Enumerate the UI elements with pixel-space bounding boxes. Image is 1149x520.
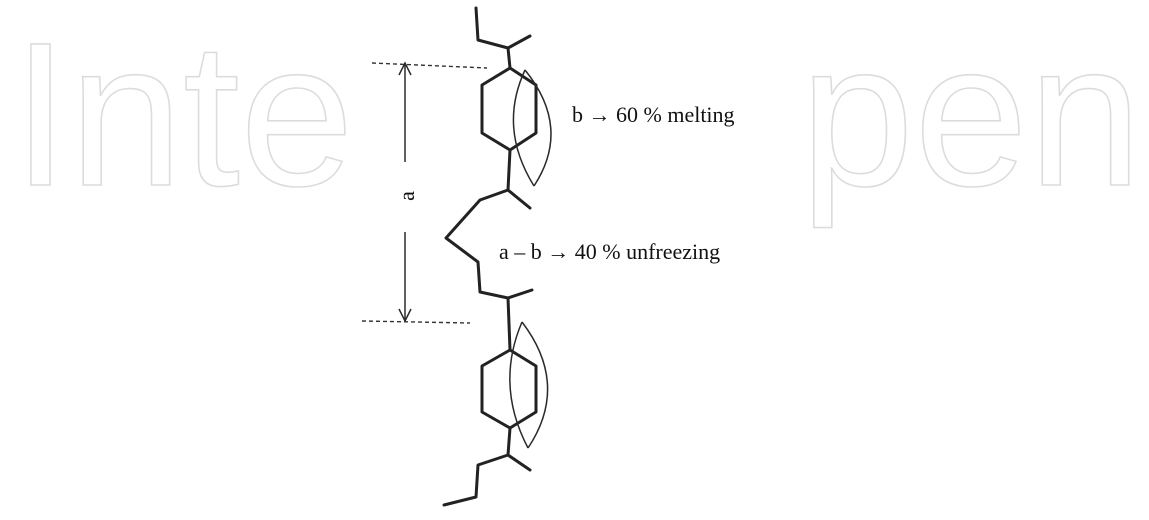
side-branch-middle-upper [506,188,532,210]
chain-segment-middle [444,188,510,300]
benzene-ring-lower [480,348,538,430]
dimension-a-label: a [394,191,419,201]
rotation-arc-lower-right [521,321,549,449]
dimension-a: a [361,61,488,324]
label-melting: b → 60 % melting [572,102,735,127]
dimension-bottom-dashed-line [361,320,471,324]
watermark-text-left: Inte [12,0,354,229]
dimension-arrowhead-top [398,61,412,76]
benzene-ring-upper [480,66,538,152]
side-branch-bottom [506,453,532,472]
polymer-chain [442,6,538,507]
watermark-text-right: pen [800,0,1142,229]
watermark: Inte pen [11,0,1143,230]
chain-segment-bottom [442,453,510,507]
bond-ring-lower-up [506,296,512,352]
side-branch-top [506,34,532,50]
dimension-top-dashed-line [371,62,488,69]
chain-segment-top [474,6,512,70]
dimension-arrowhead-bottom [398,308,412,323]
label-unfreezing: a – b → 40 % unfreezing [499,239,720,264]
rotation-arc-upper-right [524,69,552,187]
bond-ring-upper-down [506,148,512,192]
rotation-arc-lower-left [509,321,529,449]
bond-ring-lower-down [506,426,512,457]
rotation-arc-upper-left [512,69,535,187]
rotation-arcs [509,69,552,449]
side-branch-middle-lower [506,288,534,300]
